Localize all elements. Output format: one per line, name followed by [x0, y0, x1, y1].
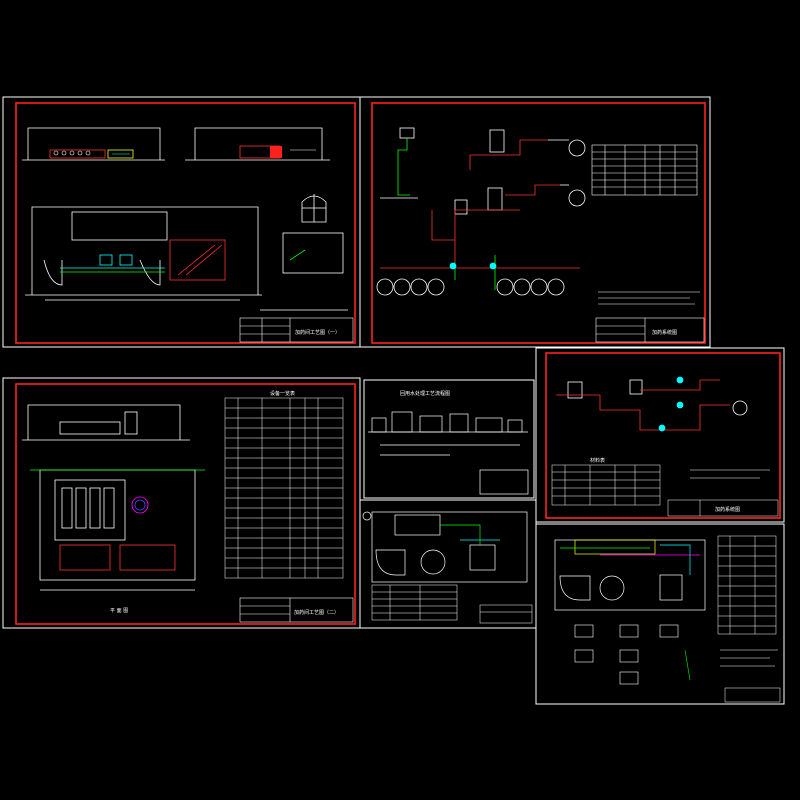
sheet-3[interactable]: 平 面 图 设备一览表	[2, 377, 361, 629]
section-view-3	[22, 404, 190, 441]
equipment-table-title: 设备一览表	[270, 390, 295, 397]
sheet-2[interactable]: 加药系统图	[359, 96, 711, 348]
section-view-1	[22, 127, 330, 161]
title-block-3	[239, 597, 354, 623]
title-block-2-label: 加药系统图	[652, 329, 677, 336]
plan-label: 平 面 图	[110, 608, 128, 614]
sheet-4[interactable]: 回用水处理工艺流程图	[363, 379, 535, 499]
sheet-5[interactable]	[359, 499, 537, 629]
title-block-7	[724, 687, 781, 703]
floor-plan	[30, 469, 205, 591]
site-plan	[362, 511, 528, 583]
title-block-6	[667, 499, 779, 517]
materials-table-6-title: 材料表	[590, 457, 605, 464]
equipment-table	[224, 397, 344, 579]
notes-6	[690, 469, 770, 479]
legend-table-5	[371, 584, 458, 621]
materials-table-2	[591, 144, 698, 196]
detail-window	[260, 194, 348, 311]
site-plan-7	[554, 539, 706, 611]
title-block-3-label: 加药间工艺图（二）	[294, 609, 339, 616]
material-table-7	[717, 535, 777, 635]
title-block-6-label: 加药系统图	[715, 506, 740, 513]
sheet-7[interactable]	[535, 523, 785, 705]
title-block-1	[239, 317, 354, 343]
elevation-view	[25, 206, 262, 301]
sheet-4-heading: 回用水处理工艺流程图	[400, 390, 450, 397]
sheet-1[interactable]: 加药间工艺图（一）	[2, 96, 361, 348]
notes-7	[720, 649, 778, 667]
title-block-1-label: 加药间工艺图（一）	[295, 329, 340, 336]
process-flow-diagram	[368, 411, 529, 495]
title-block-2	[595, 317, 705, 343]
sheet-6[interactable]: 材料表 加药系统图	[535, 347, 785, 523]
dosing-diagram-6	[556, 376, 748, 432]
title-block-5	[479, 604, 533, 624]
notes-2	[598, 291, 700, 305]
dosing-system-diagram	[376, 127, 586, 296]
materials-table-6	[551, 464, 661, 506]
symbol-details-7	[574, 624, 691, 685]
